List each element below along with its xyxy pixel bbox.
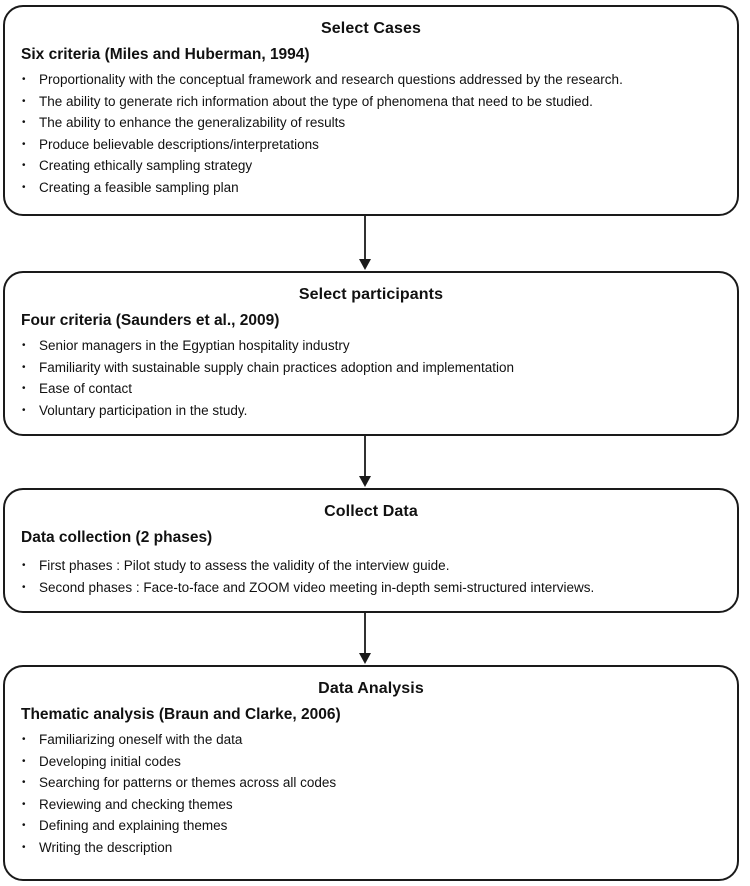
bullet-icon: • (22, 340, 26, 351)
list-item-text: First phases : Pilot study to assess the… (39, 558, 450, 573)
bullet-icon: • (22, 95, 26, 107)
bullet-icon: • (22, 734, 26, 745)
list-item: • Voluntary participation in the study. (21, 400, 737, 422)
bullet-icon: • (22, 181, 26, 193)
phases-list: • First phases : Pilot study to assess th… (5, 555, 737, 598)
box-title: Data Analysis (318, 680, 424, 697)
bullet-icon: • (22, 383, 26, 394)
select-cases-box: Select Cases Six criteria (Miles and Hub… (3, 5, 739, 216)
bullet-icon: • (22, 798, 26, 810)
list-item: • Writing the description (21, 837, 737, 859)
list-item-text: Familiarity with sustainable supply chai… (39, 359, 514, 375)
list-item-text: Writing the description (39, 839, 173, 855)
arrow-cases-to-participants (359, 216, 371, 270)
list-item-text: Familiarizing oneself with the data (39, 732, 243, 747)
data-analysis-box: Data Analysis Thematic analysis (Braun a… (3, 665, 739, 881)
list-item-text: Proportionality with the conceptual fram… (39, 72, 623, 87)
list-item-text: Reviewing and checking themes (39, 796, 233, 812)
list-item-text: The ability to generate rich information… (39, 93, 593, 109)
list-item: • Produce believable descriptions/interpr… (21, 134, 737, 156)
criteria-list: • Senior managers in the Egyptian hospita… (5, 335, 737, 421)
bullet-icon: • (22, 361, 26, 373)
list-item: • Reviewing and checking themes (21, 794, 737, 816)
list-item: • Creating a feasible sampling plan (21, 177, 737, 199)
list-item: • Familiarity with sustainable supply cha… (21, 357, 737, 379)
list-item: • Familiarizing oneself with the data (21, 729, 737, 751)
list-item-text: Produce believable descriptions/interpre… (39, 136, 319, 152)
box-title: Select participants (298, 286, 444, 303)
list-item-text: Senior managers in the Egyptian hospital… (39, 338, 350, 353)
list-item: • Proportionality with the conceptual fra… (21, 69, 737, 91)
bullet-icon: • (22, 160, 26, 171)
list-item: • The ability to generate rich informatio… (21, 91, 737, 113)
bullet-icon: • (22, 560, 26, 571)
bullet-icon: • (22, 74, 26, 85)
arrow-collect-to-analysis (359, 613, 371, 664)
list-item: • The ability to enhance the generalizabi… (21, 112, 737, 134)
list-item: • Senior managers in the Egyptian hospita… (21, 335, 737, 357)
box-subtitle: Thematic analysis (Braun and Clarke, 200… (21, 706, 341, 723)
bullet-icon: • (22, 841, 26, 853)
bullet-icon: • (22, 820, 26, 831)
steps-list: • Familiarizing oneself with the data • De… (5, 729, 737, 858)
list-item-text: Developing initial codes (39, 753, 181, 769)
criteria-list: • Proportionality with the conceptual fra… (5, 69, 737, 198)
bullet-icon: • (22, 755, 26, 767)
bullet-icon: • (22, 404, 26, 416)
bullet-icon: • (22, 117, 26, 128)
list-item-text: Creating ethically sampling strategy (39, 158, 253, 173)
list-item: • Defining and explaining themes (21, 815, 737, 837)
list-item: • Developing initial codes (21, 751, 737, 773)
list-item: • Second phases : Face-to-face and ZOOM v… (21, 577, 737, 599)
list-item: • First phases : Pilot study to assess th… (21, 555, 737, 577)
bullet-icon: • (22, 581, 26, 593)
list-item-text: Second phases : Face-to-face and ZOOM vi… (39, 579, 595, 595)
bullet-icon: • (22, 777, 26, 788)
list-item-text: The ability to enhance the generalizabil… (39, 115, 346, 130)
box-subtitle: Six criteria (Miles and Huberman, 1994) (21, 46, 310, 63)
select-participants-box: Select participants Four criteria (Saund… (3, 271, 739, 436)
box-title: Collect Data (324, 503, 418, 520)
list-item-text: Voluntary participation in the study. (39, 402, 248, 418)
list-item-text: Searching for patterns or themes across … (39, 775, 337, 790)
list-item: • Searching for patterns or themes across… (21, 772, 737, 794)
arrow-participants-to-collect (359, 436, 371, 487)
box-subtitle: Four criteria (Saunders et al., 2009) (21, 312, 280, 329)
list-item: • Ease of contact (21, 378, 737, 400)
box-title: Select Cases (321, 20, 421, 37)
collect-data-box: Collect Data Data collection (2 phases) … (3, 488, 739, 613)
list-item-text: Ease of contact (39, 381, 133, 396)
box-subtitle: Data collection (2 phases) (21, 529, 213, 546)
bullet-icon: • (22, 138, 26, 150)
list-item-text: Creating a feasible sampling plan (39, 179, 239, 195)
list-item: • Creating ethically sampling strategy (21, 155, 737, 177)
list-item-text: Defining and explaining themes (39, 818, 228, 833)
